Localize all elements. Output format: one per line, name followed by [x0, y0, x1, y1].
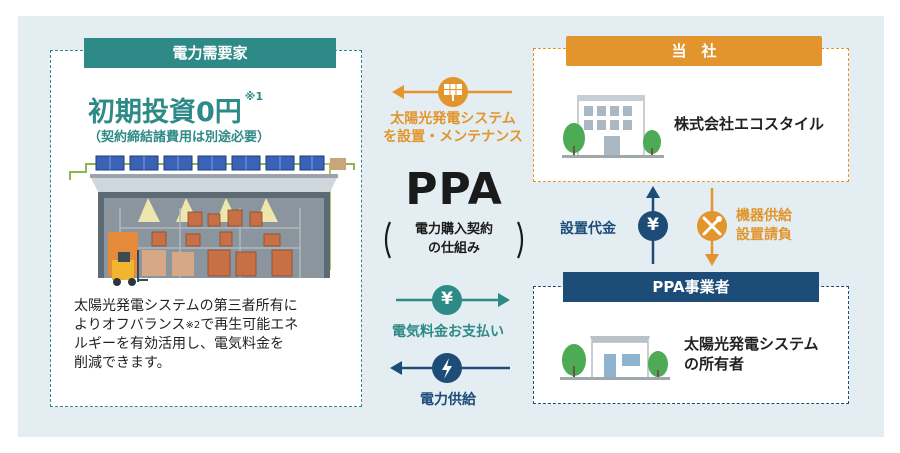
- lightning-icon: [442, 358, 452, 379]
- equipment-arrow: [697, 188, 727, 266]
- supply-arrow: [390, 353, 510, 383]
- ppa-title: PPA: [405, 164, 503, 215]
- consumer-body: 太陽光発電システムの第三者所有に よりオフバランス※2で再生可能エネ ルギーを有…: [74, 297, 358, 373]
- ppa-sub-brackets: [384, 221, 524, 259]
- ppa-operator-panel: [533, 286, 849, 404]
- office-building-icon: [562, 95, 664, 158]
- body-line: よりオフバランス※2で再生可能エネ: [74, 317, 299, 333]
- equipment-label: 機器供給 設置請負: [736, 208, 792, 243]
- company-name: 株式会社エコスタイル: [674, 115, 825, 133]
- headline: 初期投資0円※1: [88, 90, 263, 129]
- warehouse-illustration: [69, 155, 355, 286]
- body-note: ※2: [185, 320, 201, 331]
- house-icon: [560, 336, 670, 380]
- ppa-operator-desc: 太陽光発電システム の所有者: [684, 335, 819, 373]
- solar-panels-icon: [95, 155, 325, 171]
- install-label: 太陽光発電システム を設置・メンテナンス: [383, 111, 523, 145]
- payment-arrow: [396, 285, 510, 315]
- consumer-title: 電力需要家: [84, 38, 336, 68]
- payment-label: 電気料金お支払い: [392, 324, 504, 340]
- yen-icon: ¥: [441, 289, 453, 309]
- company-title: 当 社: [566, 36, 822, 66]
- yen-icon: ¥: [647, 215, 659, 235]
- body-line: 太陽光発電システムの第三者所有に: [74, 298, 298, 314]
- headline-sub: （契約締結諸費用は別途必要）: [88, 130, 271, 145]
- headline-note: ※1: [244, 90, 264, 103]
- install-fee-label: 設置代金: [560, 221, 616, 237]
- forklift-icon: [112, 250, 148, 286]
- headline-text: 初期投資0円: [88, 97, 242, 128]
- install-arrow: [392, 77, 512, 107]
- ppa-operator-title: PPA事業者: [563, 272, 819, 302]
- package-icon: [330, 158, 346, 170]
- install-fee-arrow: [638, 186, 668, 264]
- supply-label: 電力供給: [420, 392, 476, 408]
- solar-panel-icon: [444, 84, 462, 101]
- body-line: 削減できます。: [74, 355, 171, 371]
- body-line: ルギーを有効活用し、電気料金を: [74, 336, 284, 352]
- ppa-sub: 電力購入契約 の仕組み: [414, 222, 493, 256]
